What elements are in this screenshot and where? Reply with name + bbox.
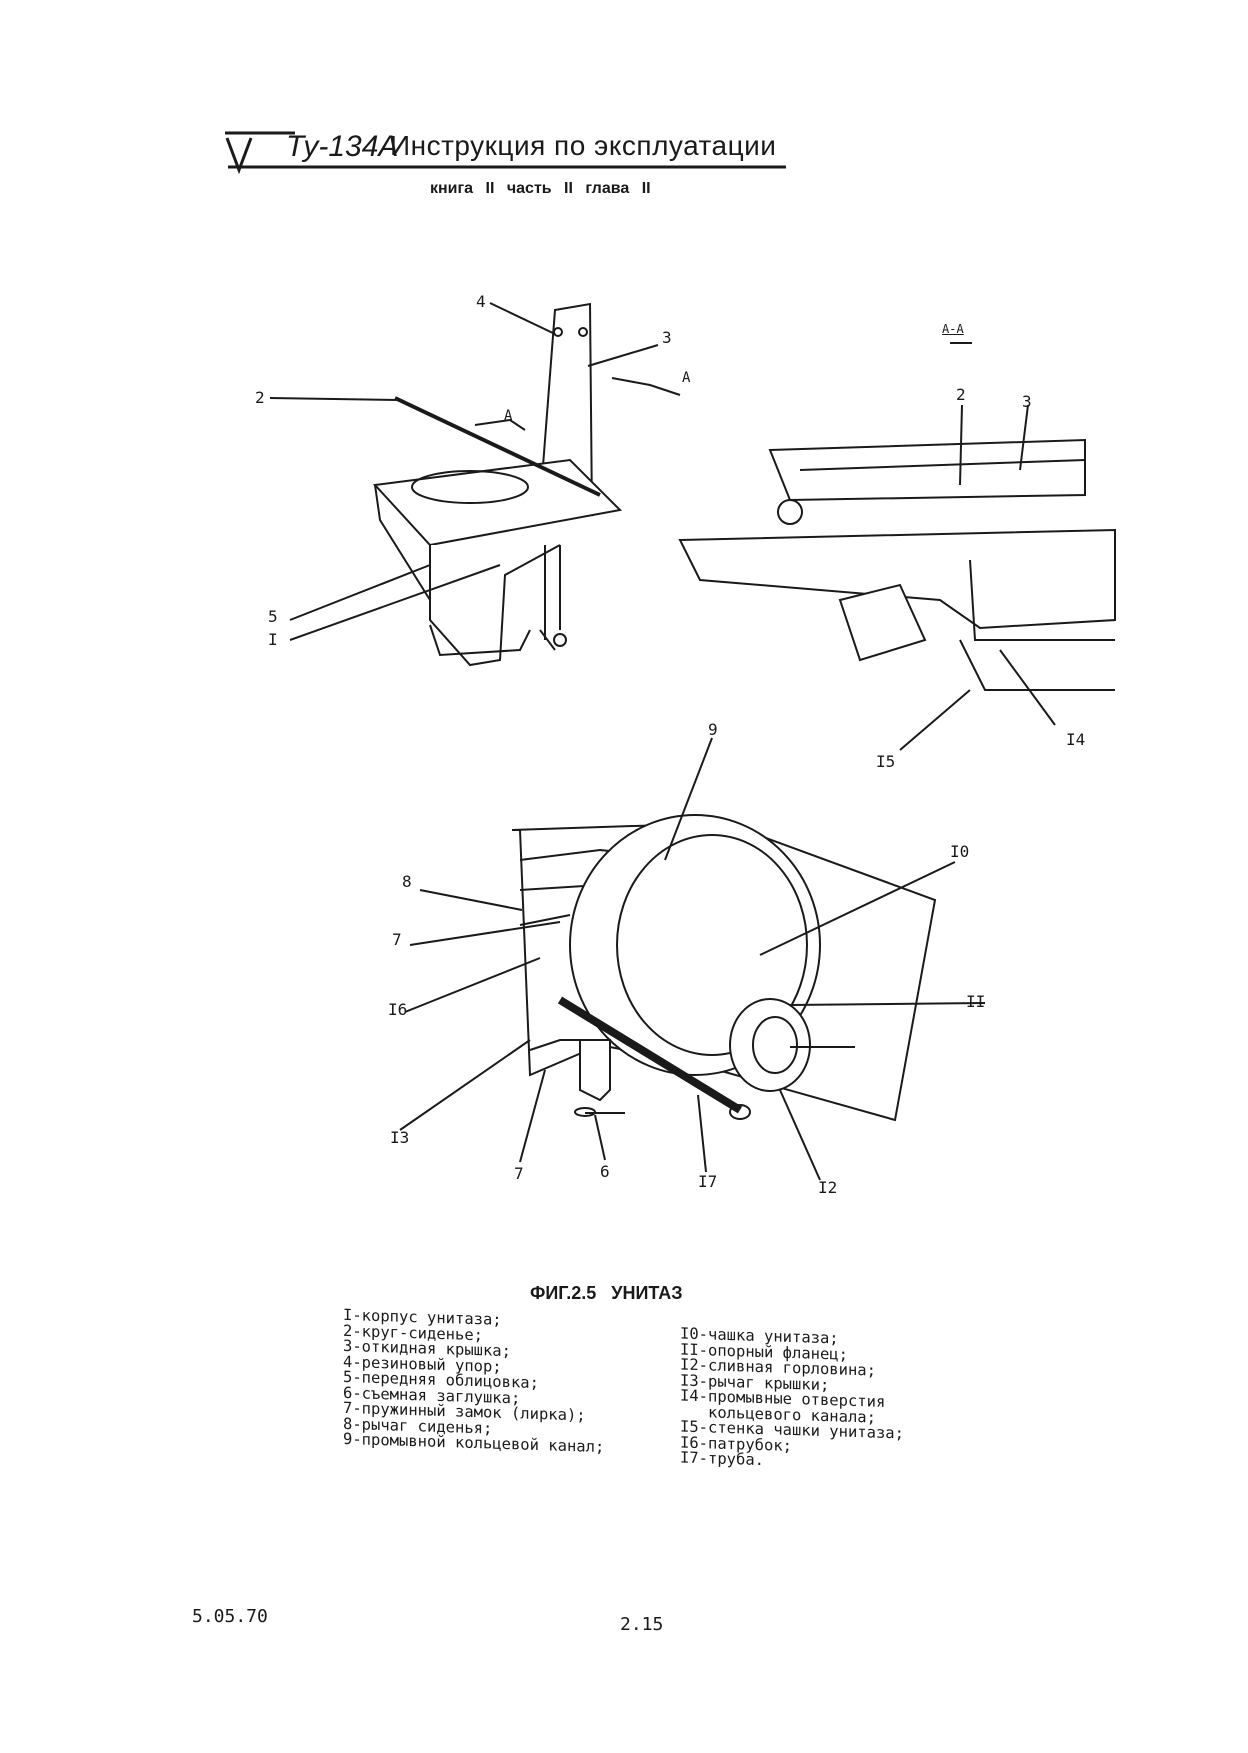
callout-2: 2 (255, 388, 265, 407)
logo-mark (225, 131, 295, 175)
callout-section-3: 3 (1022, 392, 1032, 411)
toilet-side-view (372, 302, 623, 667)
callout-11: II (966, 992, 986, 1011)
section-arrow-label-left: А (504, 408, 513, 424)
callout-9: 9 (708, 720, 718, 739)
header-rule (228, 165, 786, 169)
callout-3: 3 (662, 328, 672, 347)
page-number: 2.15 (620, 1614, 664, 1635)
document-subtitle: книга II часть II глава II (430, 180, 651, 197)
callout-6: 6 (600, 1162, 610, 1181)
callout-5: 5 (268, 607, 278, 626)
section-arrow-label: А (682, 370, 691, 386)
callout-12: I2 (818, 1178, 838, 1197)
callout-7: 7 (392, 930, 402, 949)
callout-section-2: 2 (956, 385, 966, 404)
document-title: Инструкция по эксплуатации (390, 130, 777, 161)
callout-13: I3 (390, 1128, 410, 1147)
legend-left: I-корпус унитаза; 2-круг-сиденье; 3-отки… (343, 1306, 604, 1456)
toilet-illustration (269, 302, 1116, 1181)
callout-17: I7 (698, 1172, 718, 1191)
callout-8: 8 (402, 872, 412, 891)
aircraft-model: Ту-134А (286, 130, 399, 163)
section-label: А-А (942, 322, 964, 336)
legend-right: I0-чашка унитаза; II-опорный фланец; I2-… (680, 1324, 904, 1473)
callout-4: 4 (476, 292, 486, 311)
callout-14: I4 (1066, 730, 1086, 749)
section-a-a-view (678, 438, 1116, 691)
footer-date: 5.05.70 (192, 1606, 268, 1627)
callout-16: I6 (388, 1000, 408, 1019)
callout-15: I5 (876, 752, 896, 771)
callout-10: I0 (950, 842, 970, 861)
header: Ту-134А Инструкция по эксплуатации книга… (0, 0, 1248, 220)
callout-1: I (268, 630, 278, 649)
callout-7b: 7 (514, 1164, 524, 1183)
callouts: 4 3 2 5 I А А А-А 2 3 I4 I5 9 I0 8 7 I6 … (255, 292, 1086, 1197)
bowl-underside-view (511, 814, 937, 1122)
figure-caption: ФИГ.2.5 УНИТАЗ (530, 1283, 683, 1303)
